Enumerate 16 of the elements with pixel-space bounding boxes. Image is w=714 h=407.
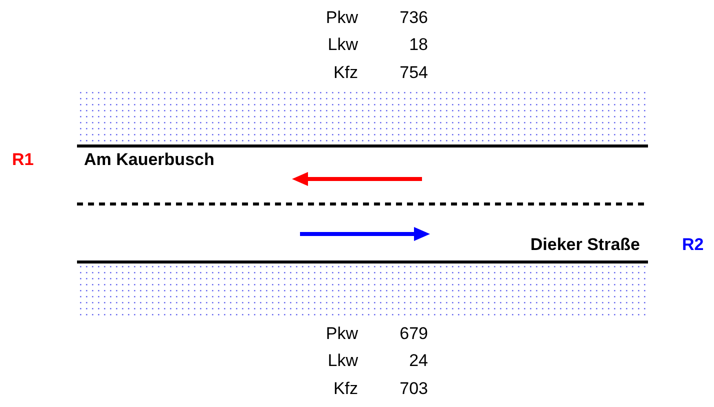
vehicle-type-label: Pkw [326, 324, 358, 344]
vehicle-type-label: Kfz [333, 379, 358, 399]
count-value: 679 [400, 324, 428, 344]
count-value: 754 [400, 63, 428, 83]
direction-label: R1 [12, 150, 34, 170]
vehicle-type-label: Lkw [328, 351, 358, 371]
street-name-label: Dieker Straße [530, 235, 640, 255]
direction-label: R2 [682, 235, 704, 255]
vehicle-type-label: Lkw [328, 35, 358, 55]
vehicle-type-label: Kfz [333, 63, 358, 83]
count-value: 18 [409, 35, 428, 55]
vehicle-type-label: Pkw [326, 8, 358, 28]
count-value: 24 [409, 351, 428, 371]
street-name-label: Am Kauerbusch [84, 150, 214, 170]
count-value: 736 [400, 8, 428, 28]
count-value: 703 [400, 379, 428, 399]
